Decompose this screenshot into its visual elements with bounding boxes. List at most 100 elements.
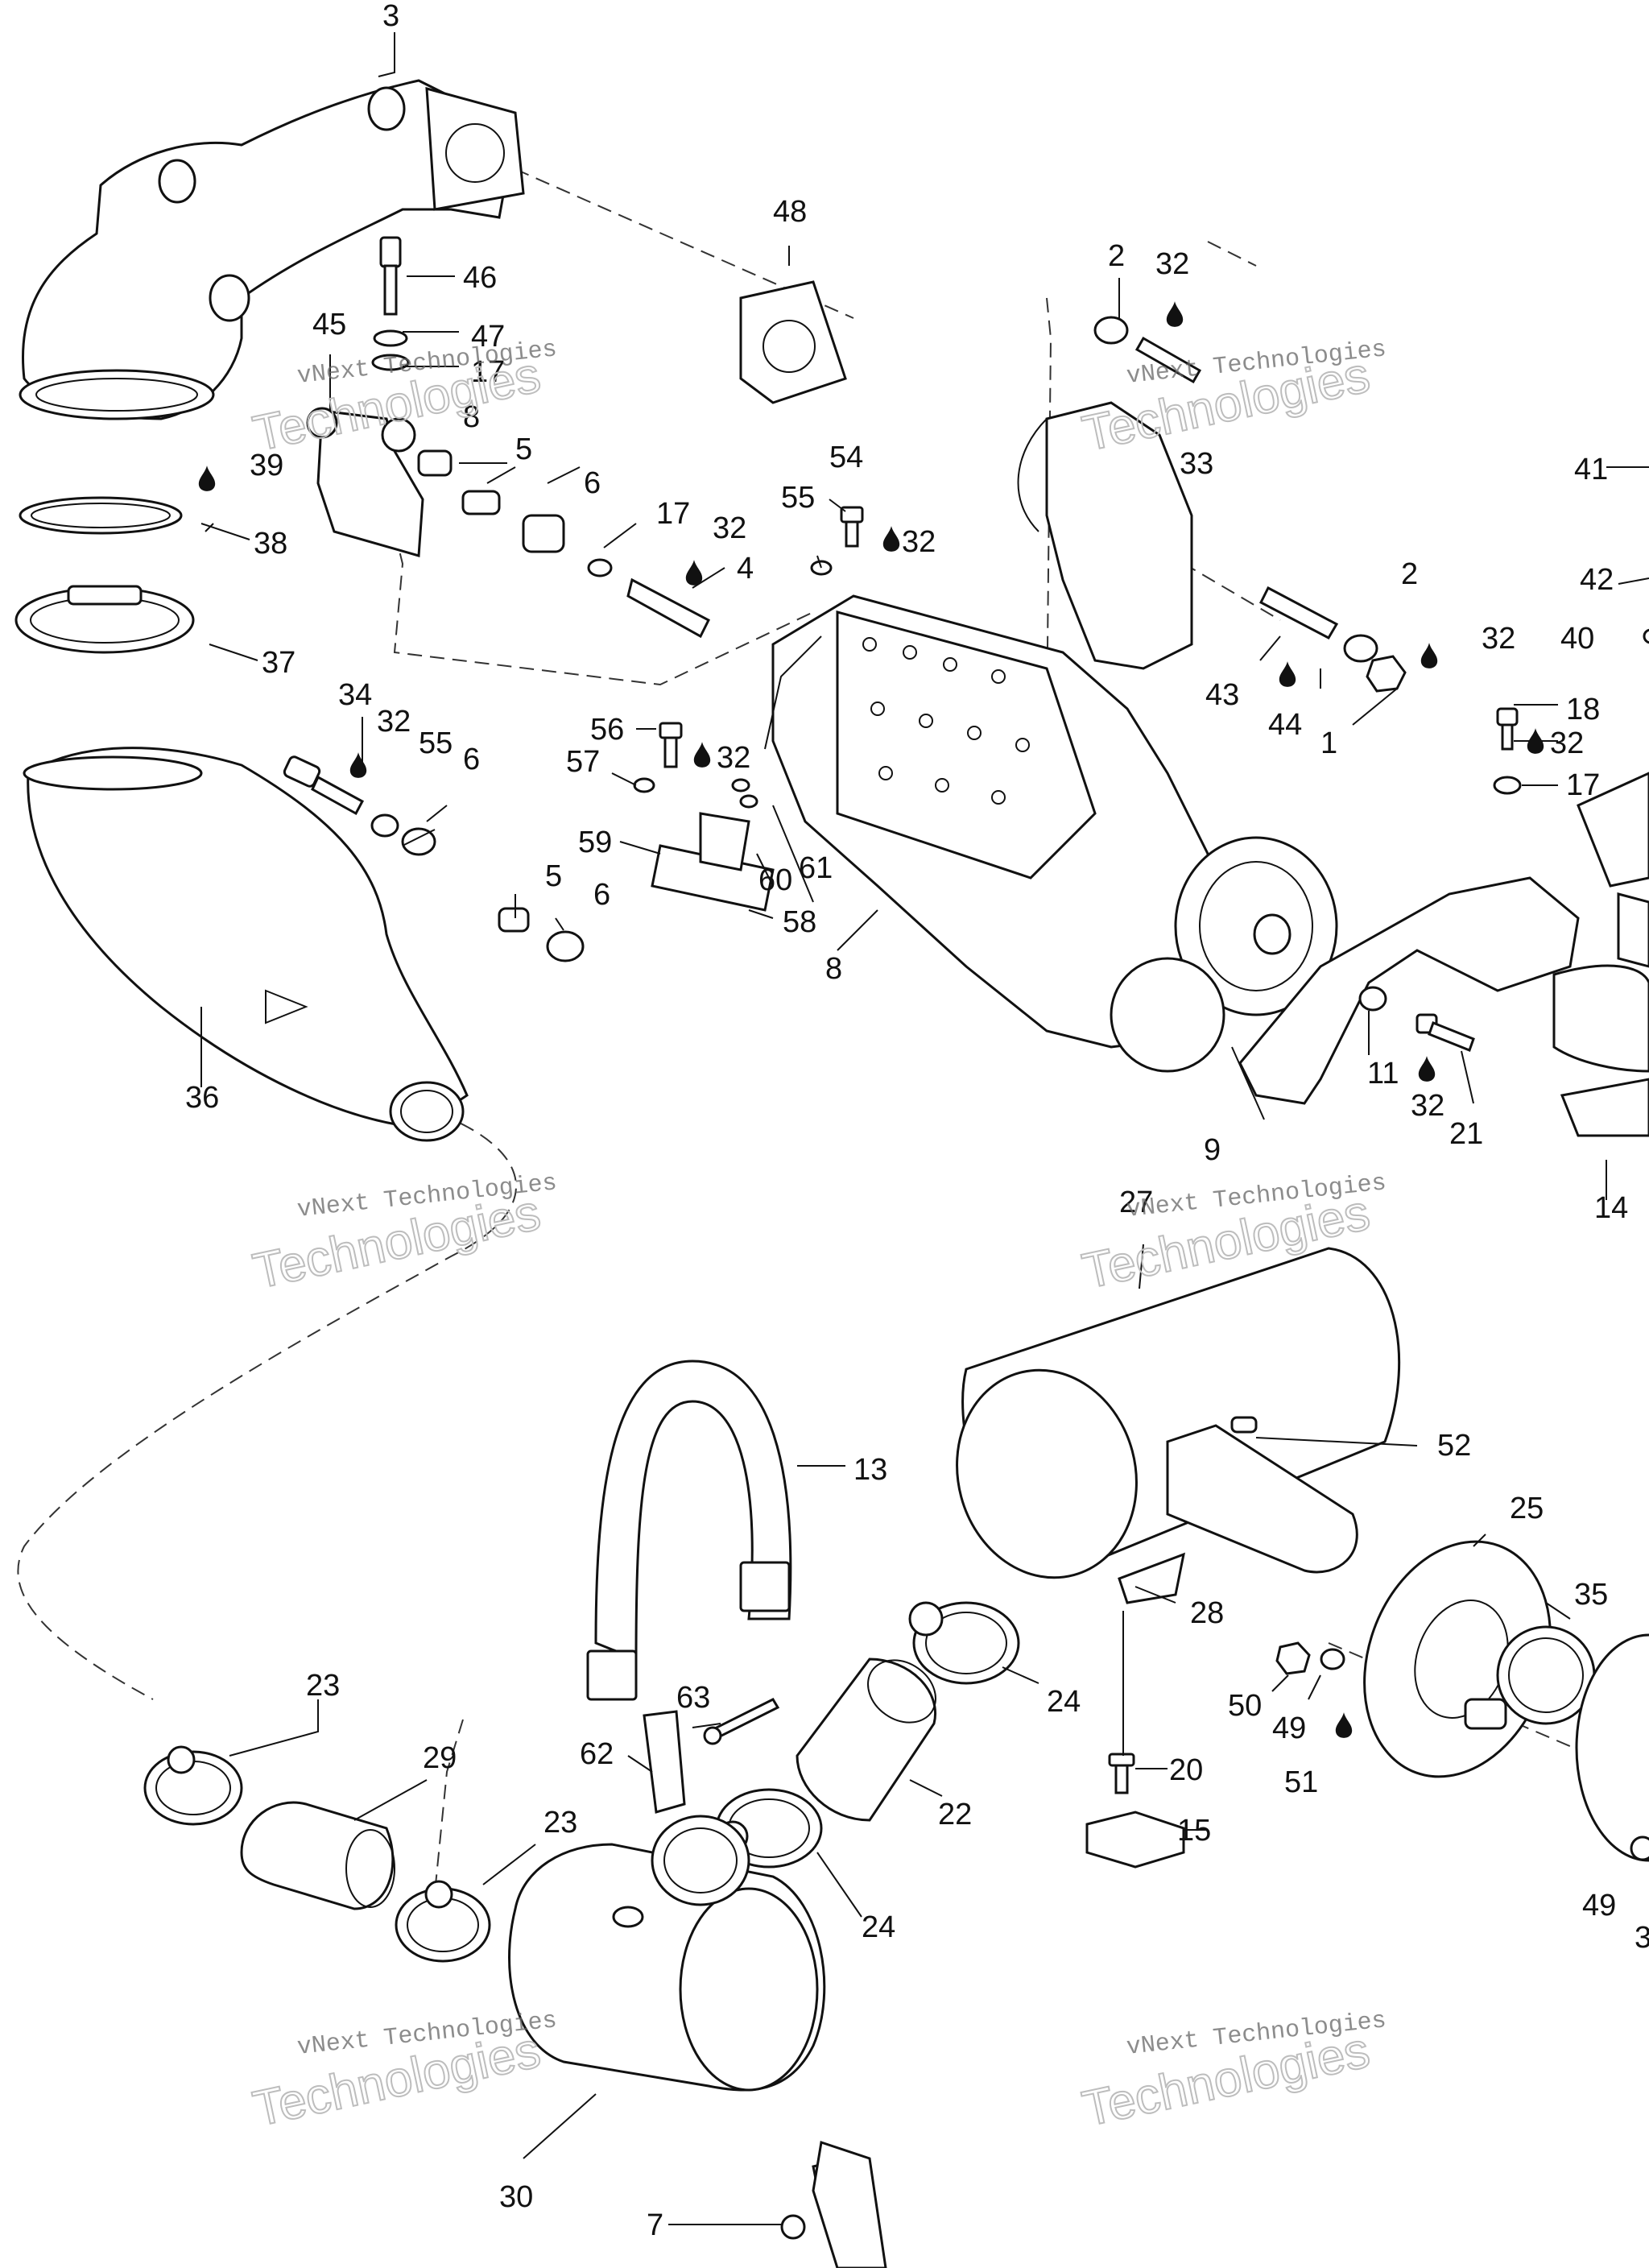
callout-24-bottom: 24 xyxy=(862,1910,895,1944)
muffler xyxy=(956,1247,1401,1604)
hose-29 xyxy=(240,1801,395,1910)
sealing-ring xyxy=(19,496,183,535)
oil-drop-icon xyxy=(882,526,900,552)
callout-44: 44 xyxy=(1268,708,1302,742)
callout-35: 35 xyxy=(1574,1578,1608,1612)
callout-59: 59 xyxy=(578,826,612,859)
resonator xyxy=(508,1815,826,2092)
flange-gasket xyxy=(739,280,847,404)
oil-drop-icon xyxy=(1420,643,1438,668)
washer-57 xyxy=(633,777,655,793)
bolt-54 xyxy=(840,506,864,548)
callout-28: 28 xyxy=(1190,1596,1224,1630)
hose-22 xyxy=(796,1658,936,1822)
screw-7-bracket xyxy=(780,2141,887,2268)
callout-6-left: 6 xyxy=(463,743,480,776)
callout-3-right-edge: 3 xyxy=(1635,1921,1649,1955)
callout-8-small: 8 xyxy=(463,400,480,434)
callout-9: 9 xyxy=(1204,1133,1221,1167)
hose-clamp-23-left xyxy=(143,1745,243,1826)
callout-54: 54 xyxy=(829,441,863,474)
exhaust-tail-pipe xyxy=(23,747,469,1142)
callout-24-top: 24 xyxy=(1047,1685,1081,1719)
callout-23-left: 23 xyxy=(306,1669,340,1703)
callout-62: 62 xyxy=(580,1737,614,1771)
callout-55-top: 55 xyxy=(781,481,815,515)
callout-39: 39 xyxy=(250,449,283,482)
callout-51: 51 xyxy=(1284,1765,1318,1799)
callout-6-top: 6 xyxy=(584,466,601,500)
callout-27: 27 xyxy=(1119,1186,1153,1219)
callout-42: 42 xyxy=(1580,563,1614,597)
callout-25: 25 xyxy=(1510,1492,1544,1525)
callout-49-right: 49 xyxy=(1582,1889,1616,1922)
retaining-strap xyxy=(586,1360,792,1701)
callout-32-top: 32 xyxy=(1155,247,1189,281)
callout-23-right: 23 xyxy=(543,1806,577,1840)
callout-2-right: 2 xyxy=(1401,557,1418,591)
bracket-62-rivet-63 xyxy=(643,1698,780,1814)
callout-32-34: 32 xyxy=(377,705,411,739)
callout-8: 8 xyxy=(825,952,842,986)
oil-drop-icon xyxy=(349,752,367,778)
callout-38: 38 xyxy=(254,527,287,561)
callout-2-top: 2 xyxy=(1108,239,1125,273)
right-edge-parts xyxy=(1493,628,1649,968)
callout-5-top: 5 xyxy=(515,432,532,466)
stud-33 xyxy=(1093,316,1202,384)
callout-32-right: 32 xyxy=(1482,622,1515,656)
hose-clamp-24-top xyxy=(908,1601,1020,1685)
callout-57: 57 xyxy=(566,745,600,779)
callout-15: 15 xyxy=(1177,1814,1211,1848)
watermarks: vNext Technologies Technologies vNext Te… xyxy=(248,336,1388,2138)
callout-43: 43 xyxy=(1205,678,1239,712)
callout-17-mid: 17 xyxy=(656,497,690,531)
callout-5-left: 5 xyxy=(545,859,562,893)
callout-32-56: 32 xyxy=(717,741,750,775)
callout-37: 37 xyxy=(262,646,295,680)
callout-49-mid: 49 xyxy=(1272,1711,1306,1745)
callout-6-lower: 6 xyxy=(593,878,610,912)
bolt-34-washers xyxy=(283,755,585,962)
flange-right-edge xyxy=(1575,1633,1649,1862)
exhaust-manifold xyxy=(19,79,525,420)
callout-58: 58 xyxy=(783,905,816,939)
callout-30: 30 xyxy=(499,2180,533,2214)
callout-22: 22 xyxy=(938,1798,972,1831)
bolt-46 xyxy=(379,236,402,316)
oil-drop-icon xyxy=(1527,728,1544,754)
callout-33: 33 xyxy=(1180,447,1213,481)
hose-clamp-35 xyxy=(1464,1625,1596,1730)
heat-shield xyxy=(1238,876,1580,1105)
callout-1: 1 xyxy=(1320,726,1337,760)
engine-mount-14 xyxy=(1552,964,1649,1137)
bolt-20-pad-15 xyxy=(1085,1753,1185,1869)
callout-41: 41 xyxy=(1574,453,1608,486)
cylinder-head-bolts xyxy=(862,637,1030,805)
callout-60: 60 xyxy=(758,863,792,897)
callout-17-right: 17 xyxy=(1566,768,1600,802)
callout-labels: 3 48 2 32 46 45 47 17 8 33 41 5 39 54 6 … xyxy=(185,0,1649,2242)
engine-block xyxy=(771,594,1338,1073)
mounting-bracket xyxy=(306,407,424,557)
callout-32-54: 32 xyxy=(902,525,936,559)
callout-32-mid: 32 xyxy=(713,511,746,545)
callout-52: 52 xyxy=(1437,1429,1471,1463)
callout-32-11: 32 xyxy=(1411,1089,1444,1123)
oil-drop-icon xyxy=(1335,1712,1353,1738)
bolt-56 xyxy=(659,722,683,768)
callout-20: 20 xyxy=(1169,1753,1203,1787)
callout-50: 50 xyxy=(1228,1689,1262,1723)
callout-46: 46 xyxy=(463,261,497,295)
callout-34: 34 xyxy=(338,678,372,712)
callout-29: 29 xyxy=(423,1741,457,1775)
callout-3: 3 xyxy=(382,0,399,33)
callout-11: 11 xyxy=(1367,1057,1399,1091)
callout-61: 61 xyxy=(799,851,833,885)
callout-21: 21 xyxy=(1449,1117,1483,1151)
callout-4: 4 xyxy=(737,552,754,586)
callout-14: 14 xyxy=(1594,1191,1628,1225)
nut-50-washer-49 xyxy=(1275,1641,1649,1861)
oil-drop-icon xyxy=(198,466,216,491)
